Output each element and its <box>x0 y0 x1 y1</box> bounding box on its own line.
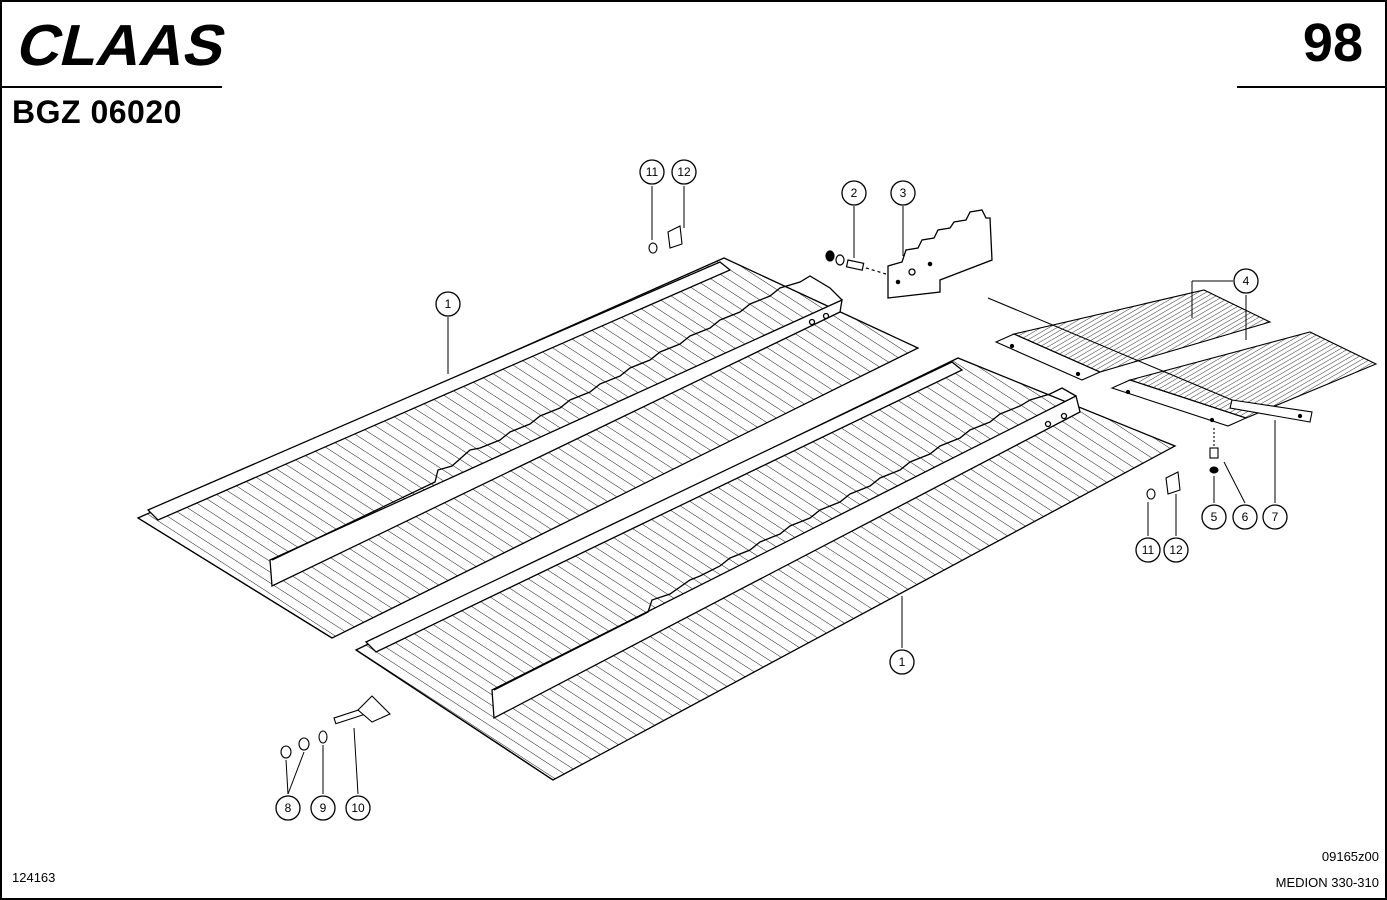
claas-logo: CLAAS <box>12 18 233 72</box>
callout-9: 9 <box>310 795 336 821</box>
callout-1-lower: 1 <box>889 649 915 675</box>
callout-4: 4 <box>1233 268 1259 294</box>
callout-11-lower: 11 <box>1135 537 1161 563</box>
svg-text:1: 1 <box>445 297 452 311</box>
callout-3: 3 <box>890 180 916 206</box>
callout-11-upper: 11 <box>639 159 665 185</box>
svg-text:7: 7 <box>1272 510 1279 524</box>
drawing-reference: 09165z00 <box>1321 849 1379 864</box>
svg-text:1: 1 <box>899 655 906 669</box>
header-rule-left <box>0 86 222 88</box>
svg-text:8: 8 <box>285 801 292 815</box>
brand-text: CLAAS <box>12 18 233 72</box>
svg-text:2: 2 <box>851 186 858 200</box>
svg-text:11: 11 <box>646 165 659 179</box>
bolt-assembly-5-6 <box>1209 428 1219 474</box>
svg-text:6: 6 <box>1242 510 1249 524</box>
bolt-assembly-2 <box>825 250 887 275</box>
finger-rake-grid <box>987 289 1378 427</box>
callout-12-upper: 12 <box>671 159 697 185</box>
callout-6: 6 <box>1232 504 1258 530</box>
callout-2: 2 <box>841 180 867 206</box>
toothed-strip <box>887 209 993 299</box>
svg-text:5: 5 <box>1211 510 1218 524</box>
svg-text:4: 4 <box>1243 274 1250 288</box>
clip-set-upper <box>648 225 683 254</box>
svg-text:10: 10 <box>351 801 365 815</box>
reference-number-left: 124163 <box>12 870 56 885</box>
sieve-pan-lower <box>354 357 1177 781</box>
bolt-assembly-8-10 <box>280 695 391 759</box>
clip-set-lower <box>1146 471 1181 500</box>
sieve-pan-upper <box>136 257 920 639</box>
callout-8: 8 <box>275 795 301 821</box>
callout-7: 7 <box>1262 504 1288 530</box>
model-name: MEDION 330-310 <box>1275 875 1379 890</box>
callout-5: 5 <box>1201 504 1227 530</box>
document-code: BGZ 06020 <box>12 94 182 130</box>
leader-lines <box>285 186 1276 795</box>
callout-1-upper: 1 <box>435 291 461 317</box>
header-rule-right <box>1237 86 1387 88</box>
callout-10: 10 <box>345 795 371 821</box>
callout-12-lower: 12 <box>1163 537 1189 563</box>
svg-text:11: 11 <box>1142 543 1155 557</box>
svg-text:12: 12 <box>677 165 691 179</box>
page-number: 98 <box>1302 13 1363 73</box>
svg-text:12: 12 <box>1169 543 1183 557</box>
svg-text:9: 9 <box>320 801 327 815</box>
svg-text:3: 3 <box>900 186 907 200</box>
